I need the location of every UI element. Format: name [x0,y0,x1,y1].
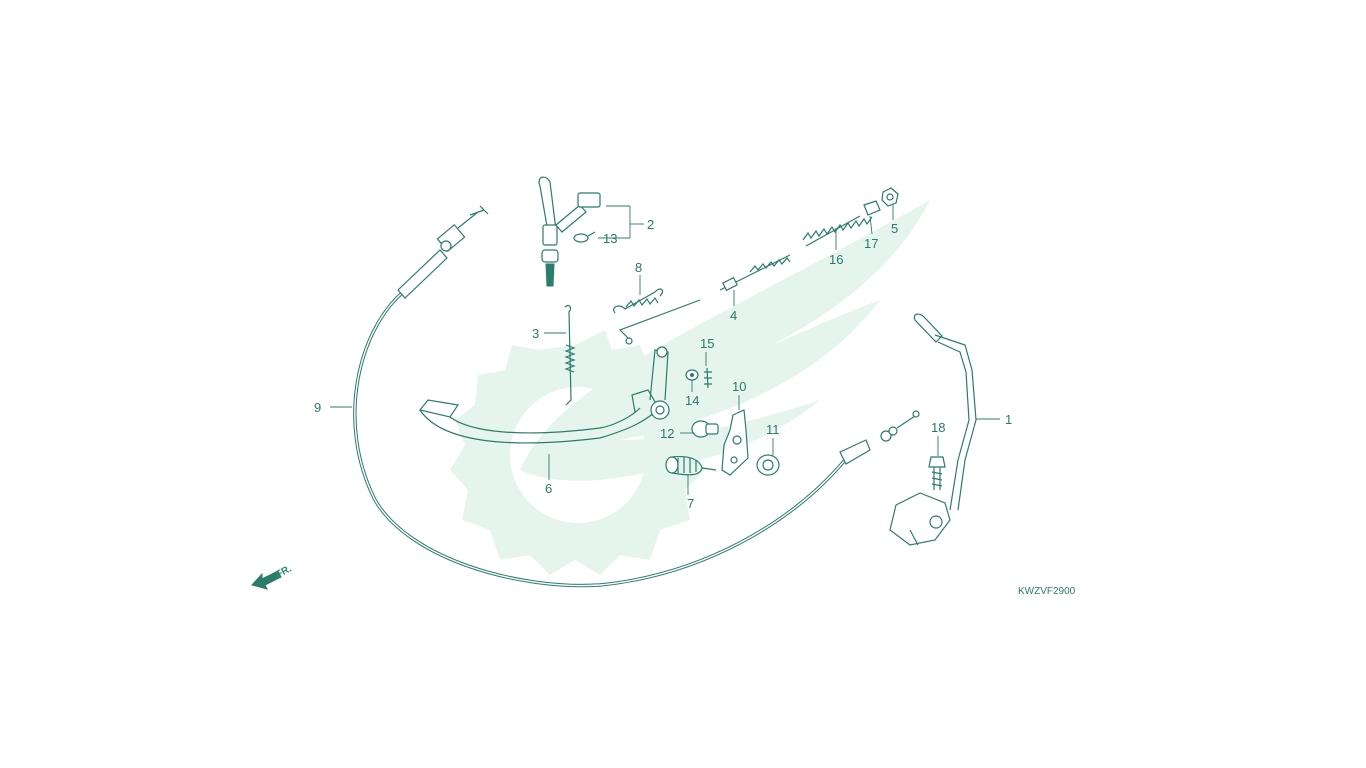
part-1-kick-starter[interactable] [889,313,977,546]
part-3-spring-rod[interactable] [564,304,576,406]
part-12-bolt[interactable] [691,420,719,438]
callout-12: 12 [660,426,674,441]
callout-10: 10 [732,379,746,394]
callout-14: 14 [685,393,699,408]
front-label: FR. [274,563,294,580]
callout-17: 17 [864,236,878,251]
callout-2: 2 [647,217,654,232]
callout-18: 18 [931,420,945,435]
leader-lines [330,205,1000,495]
callout-9: 9 [314,400,321,415]
callout-3: 3 [532,326,539,341]
part-18-bolt[interactable] [928,456,946,490]
part-13-clip[interactable] [573,231,596,243]
part-6-brake-pedal[interactable] [418,299,701,444]
callout-15: 15 [700,336,714,351]
diagram-code: KWZVF2900 [1018,586,1076,597]
callout-labels: 1 2 3 4 5 6 7 8 9 10 11 12 13 14 15 16 1… [314,217,1012,511]
part-10-arm[interactable] [721,409,749,476]
callout-8: 8 [635,260,642,275]
part-17-nut[interactable] [863,200,881,216]
part-14-washer[interactable] [685,369,699,381]
callout-4: 4 [730,308,737,323]
callout-5: 5 [891,221,898,236]
front-direction-indicator: FR. [251,563,294,590]
front-arrow-icon [251,570,282,590]
part-9-cable[interactable] [353,205,920,588]
part-5-nut[interactable] [881,187,899,207]
watermark-logo [450,200,930,575]
callout-7: 7 [687,496,694,511]
part-8-spring[interactable] [613,288,664,314]
part-2-switch[interactable] [538,176,601,287]
part-16-spring[interactable] [802,215,873,247]
part-7-spring[interactable] [665,455,717,476]
callout-1: 1 [1005,412,1012,427]
callout-11: 11 [766,422,780,437]
callout-6: 6 [545,481,552,496]
callout-16: 16 [829,252,843,267]
callout-13: 13 [603,231,617,246]
part-4-rod[interactable] [719,254,791,292]
part-11-collar[interactable] [756,454,780,476]
part-15-pin[interactable] [704,367,712,389]
